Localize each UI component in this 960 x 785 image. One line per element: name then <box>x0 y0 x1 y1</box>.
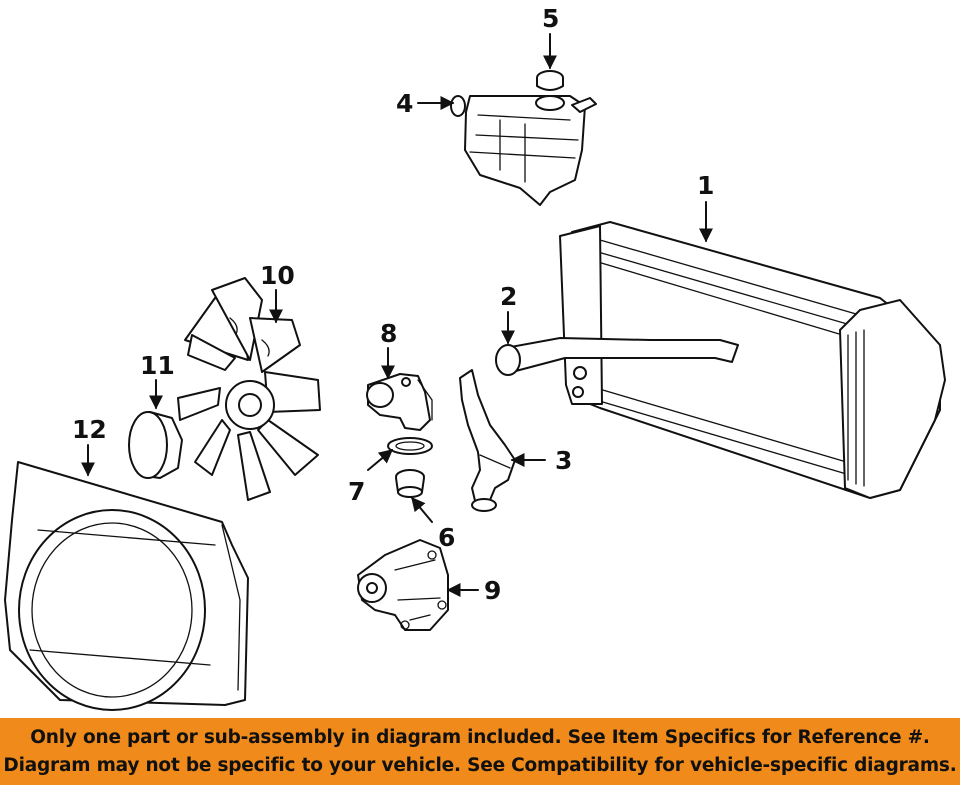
callout-8: 8 <box>380 319 397 348</box>
radiator-part <box>559 221 946 499</box>
cooling-fan-part <box>177 277 321 501</box>
callout-2: 2 <box>500 282 517 311</box>
coolant-reservoir-part <box>450 95 597 206</box>
disclaimer-line-2: Diagram may not be specific to your vehi… <box>3 755 957 776</box>
callout-6: 6 <box>438 523 455 552</box>
callout-7: 7 <box>348 477 365 506</box>
callout-4: 4 <box>396 89 413 118</box>
thermostat-housing-part <box>366 373 433 431</box>
thermostat-part <box>395 469 425 498</box>
water-pump-part <box>357 539 449 631</box>
callout-1: 1 <box>697 171 714 200</box>
callout-3: 3 <box>555 446 572 475</box>
gasket-part <box>387 437 433 455</box>
callout-12: 12 <box>72 415 107 444</box>
callout-5: 5 <box>542 4 559 33</box>
disclaimer-banner: Only one part or sub-assembly in diagram… <box>0 718 960 785</box>
callout-11: 11 <box>140 351 175 380</box>
fan-shroud-part <box>4 461 249 711</box>
upper-radiator-hose-part <box>495 337 739 376</box>
lower-radiator-hose-part <box>459 369 516 512</box>
callout-9: 9 <box>484 576 501 605</box>
fan-clutch-part <box>128 411 183 479</box>
callout-10: 10 <box>260 261 295 290</box>
reservoir-cap-part <box>536 70 564 91</box>
parts-diagram: 1 2 3 4 5 6 7 8 9 10 11 12 <box>4 4 946 711</box>
disclaimer-line-1: Only one part or sub-assembly in diagram… <box>30 727 930 748</box>
